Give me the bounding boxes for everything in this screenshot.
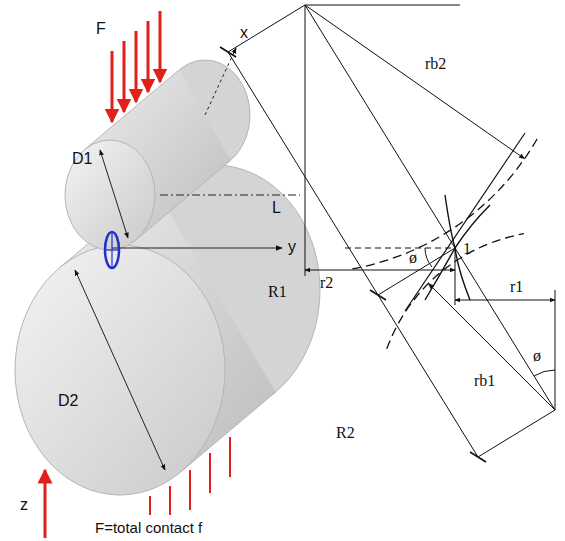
gear-geometry [220,5,555,462]
diagram-label: F [96,20,106,38]
diagram-label: x [240,24,248,42]
small-cylinder [65,60,250,250]
diagram-label: rb1 [474,372,495,390]
diagram-label: L [272,199,281,217]
large-cylinder [15,165,320,495]
diagram-label: D2 [58,392,78,410]
diagram-label: y [288,238,296,256]
diagram-label: 1 [463,240,471,258]
diagram-label: z [20,496,28,514]
diagram-label: R2 [336,424,355,442]
diagram-label: r2 [320,274,333,292]
diagram-label: D1 [72,150,92,168]
diagram-label: ø [533,347,541,365]
contact-patch [105,232,119,268]
reaction-lines [45,437,230,538]
diagram-label: ø [409,249,417,267]
diagram-label: rb2 [425,55,446,73]
load-arrows [112,11,160,122]
axes [75,48,300,470]
diagram-label: F=total contact f [95,519,202,536]
diagram-label: r1 [510,278,523,296]
diagram-label: R1 [268,283,287,301]
